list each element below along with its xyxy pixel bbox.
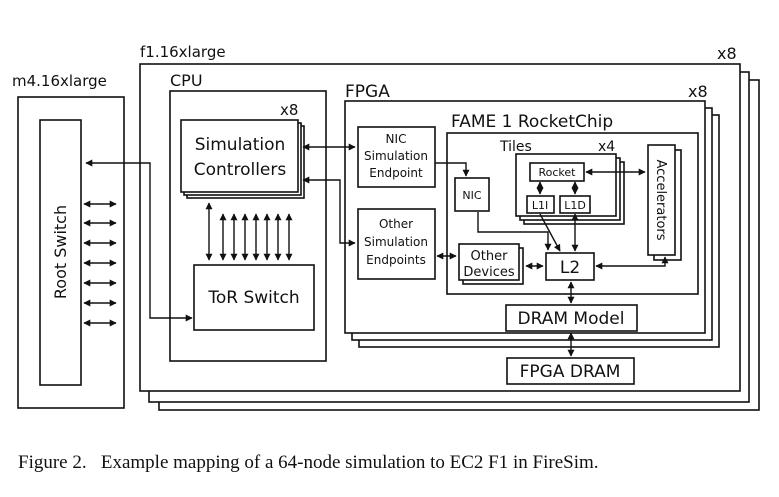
other-endpoints-line1: Other (379, 217, 413, 231)
controllers-other-endpoints-link (302, 176, 356, 247)
f1-instance-label: f1.16xlarge (140, 43, 226, 61)
root-switch-label: Root Switch (51, 205, 70, 299)
other-endpoints-line2: Simulation (364, 235, 428, 249)
other-endpoints-box (357, 208, 436, 280)
cpu-label: CPU (170, 71, 203, 90)
rocket-box (529, 162, 585, 182)
other-devices-box (458, 243, 520, 281)
l2-accelerators-link (595, 256, 669, 270)
root-switch-box (39, 119, 82, 386)
tiles-count: x4 (598, 139, 615, 155)
nic-endpoint-box (357, 126, 436, 188)
other-devices-line1: Other (471, 249, 509, 264)
accelerators-label: Accelerators (653, 159, 668, 240)
rocketchip-label: FAME 1 RocketChip (451, 112, 613, 132)
sim-controllers-box (180, 119, 299, 193)
nic-endpoint-nic-link (435, 162, 470, 177)
l2-label: L2 (560, 258, 580, 278)
root-tor-link (85, 159, 193, 322)
other-devices-line2: Devices (463, 265, 514, 280)
sim-controllers-label-line2: Controllers (194, 160, 287, 180)
tor-switch-label: ToR Switch (207, 288, 299, 308)
fpga-label: FPGA (345, 82, 390, 102)
dram-model-box (505, 304, 638, 332)
nic-endpoint-line1: NIC (386, 132, 407, 146)
accelerators-box (647, 144, 676, 256)
l2-box (545, 252, 595, 281)
l1i-box (526, 195, 555, 214)
nic-endpoint-line2: Simulation (364, 149, 428, 163)
l1i-label: L1I (532, 199, 548, 212)
fpga-dram-box (506, 357, 635, 385)
tiles-label: Tiles (499, 139, 532, 155)
fpga-dram-label: FPGA DRAM (520, 362, 621, 382)
controller-tor-links (205, 202, 293, 261)
nic-l2-link (477, 212, 552, 251)
tor-switch-box (193, 264, 315, 331)
l1d-box (559, 195, 591, 214)
m4-instance-label: m4.16xlarge (12, 72, 107, 90)
dram-model-label: DRAM Model (518, 309, 625, 329)
l1d-label: L1D (564, 199, 586, 212)
figure-caption: Figure 2. Example mapping of a 64-node s… (18, 452, 599, 473)
nic-endpoint-line3: Endpoint (369, 166, 423, 180)
fpga-count: x8 (688, 82, 708, 101)
rocket-label: Rocket (539, 166, 577, 179)
sim-controllers-count: x8 (280, 101, 298, 119)
nic-label: NIC (462, 189, 481, 202)
sim-controllers-label-line1: Simulation (195, 135, 286, 155)
f1-count-label: x8 (717, 44, 737, 63)
other-endpoints-line3: Endpoints (366, 253, 426, 267)
l1i-l2-link (539, 213, 561, 252)
nic-box (454, 177, 490, 212)
